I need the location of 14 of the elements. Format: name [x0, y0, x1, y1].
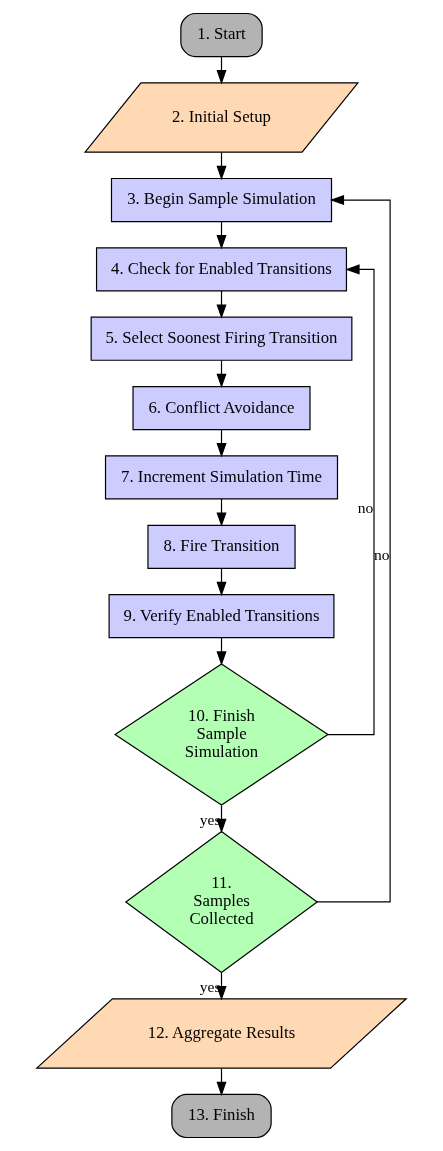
node-box: 5. Select Soonest Firing Transition [90, 316, 353, 361]
node-box: 4. Check for Enabled Transitions [95, 247, 348, 292]
node-diamond: 11. Samples Collected [124, 830, 319, 974]
node-diamond: 10. Finish Sample Simulation [114, 663, 329, 806]
node-box: 7. Increment Simulation Time [104, 455, 339, 500]
node-box: 9. Verify Enabled Transitions [108, 594, 335, 639]
node-box: 3. Begin Sample Simulation [110, 177, 333, 223]
edge-label: no [357, 499, 374, 517]
arrow [316, 195, 391, 903]
node-box: 13. Finish [171, 1093, 272, 1139]
node-box: 1. Start [180, 12, 263, 58]
node-box: 8. Fire Transition [147, 524, 296, 569]
arrow [327, 264, 375, 736]
node-box: 6. Conflict Avoidance [132, 385, 311, 431]
